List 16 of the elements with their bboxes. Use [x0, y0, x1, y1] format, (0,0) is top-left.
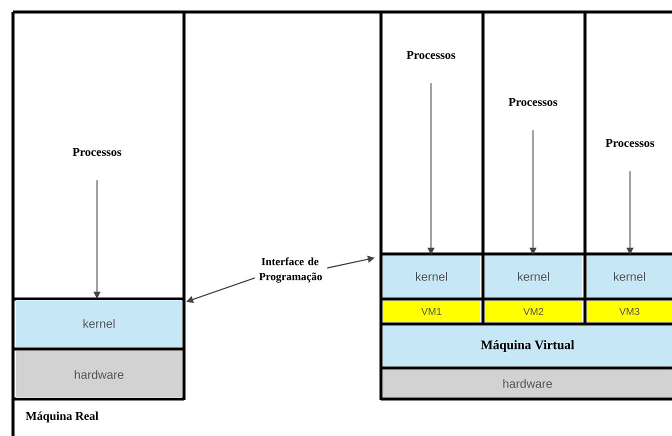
vm-box: VM2 — [485, 300, 582, 322]
process-label: Processos — [406, 51, 456, 59]
hardware-box: hardware — [383, 370, 672, 397]
process-label: Processos — [508, 98, 558, 106]
process-label: Processos — [72, 148, 122, 156]
kernel-box: kernel — [16, 300, 182, 347]
kernel-box: kernel — [383, 256, 480, 297]
hardware-box: hardware — [16, 350, 182, 398]
virtual-machine-box: Máquina Virtual — [383, 326, 672, 366]
kernel-box: kernel — [485, 256, 582, 297]
machine-label: Máquina Real — [26, 412, 98, 422]
interface-label: Interface de Programação — [259, 257, 322, 283]
process-label: Processos — [606, 139, 654, 147]
vm-box: VM1 — [383, 300, 480, 322]
vm-box: VM3 — [587, 300, 672, 322]
kernel-box: kernel — [587, 256, 672, 297]
